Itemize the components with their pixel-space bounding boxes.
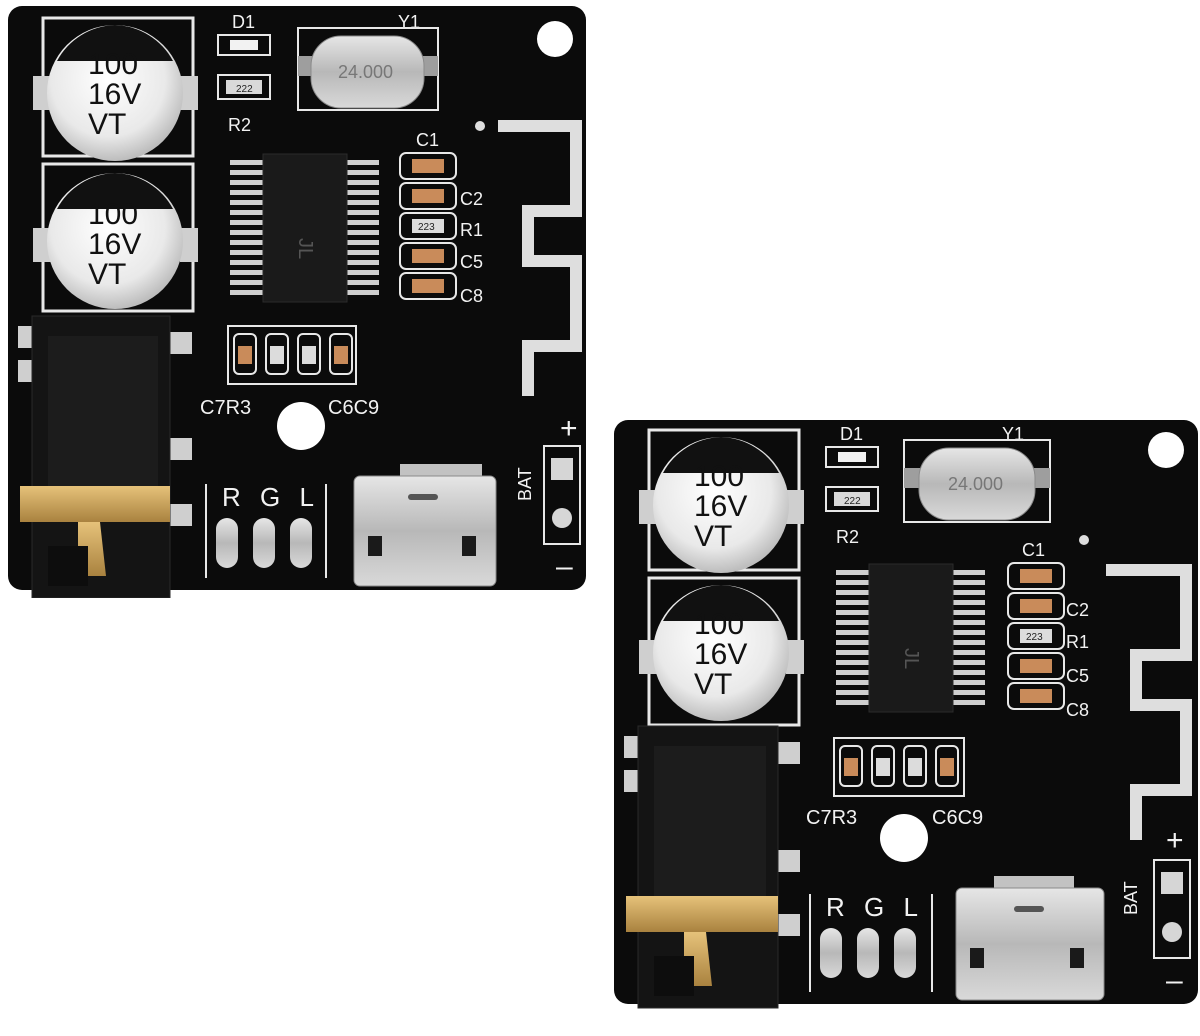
crystal-marking: 24.000 <box>338 62 393 82</box>
bluetooth-chip: JL <box>836 563 985 713</box>
silkscreen-c1: C1 <box>1022 540 1045 560</box>
silkscreen-c6c9: C6C9 <box>932 807 983 829</box>
capacitor-text-line3: VT <box>694 520 732 553</box>
electrolytic-capacitor: 100 16V VT <box>33 25 198 161</box>
silkscreen-r1: R1 <box>1066 632 1089 652</box>
capacitor-text-line2: 16V <box>694 638 747 671</box>
mounting-hole <box>277 402 325 450</box>
audio-jack-3-5mm <box>18 315 192 599</box>
silkscreen-d1: D1 <box>840 424 863 444</box>
mounting-hole <box>880 814 928 862</box>
chip-logo: JL <box>294 238 316 259</box>
smd-resistor-marking: 222 <box>236 84 253 95</box>
capacitor-text-line1: 100 <box>694 460 744 493</box>
capacitor-text-line3: VT <box>88 258 126 291</box>
silkscreen-minus: – <box>556 550 573 583</box>
battery-pad-positive <box>551 458 573 480</box>
silkscreen-c1: C1 <box>416 130 439 150</box>
micro-usb-port <box>353 464 497 587</box>
bluetooth-chip: JL <box>230 153 379 303</box>
silkscreen-bat: BAT <box>1121 881 1141 915</box>
micro-usb-port <box>955 876 1105 1001</box>
silkscreen-plus: + <box>560 412 578 445</box>
capacitor-text-line2: 16V <box>88 78 141 111</box>
bluetooth-audio-board-left: 100 16V VT 100 16V VT D1 222 R2 Y1 <box>8 6 588 603</box>
battery-pad-positive <box>1161 872 1183 894</box>
smd-resistor-marking: 223 <box>418 222 435 233</box>
silkscreen-c7r3: C7R3 <box>200 397 251 419</box>
crystal-marking: 24.000 <box>948 474 1003 494</box>
silkscreen-c8: C8 <box>460 286 483 306</box>
crystal-oscillator: 24.000 <box>904 447 1050 521</box>
electrolytic-capacitor: 100 16V VT <box>639 437 804 573</box>
silkscreen-c2: C2 <box>460 189 483 209</box>
battery-pad-negative <box>552 508 572 528</box>
silkscreen-d1: D1 <box>232 12 255 32</box>
silkscreen-c5: C5 <box>1066 666 1089 686</box>
smd-resistor-marking: 222 <box>844 496 861 507</box>
electrolytic-capacitor: 100 16V VT <box>33 173 198 309</box>
electrolytic-capacitor: 100 16V VT <box>639 585 804 721</box>
capacitor-text-line1: 100 <box>694 608 744 641</box>
mounting-hole <box>1148 432 1184 468</box>
capacitor-text-line3: VT <box>88 108 126 141</box>
silkscreen-rgl: R G L <box>826 892 924 922</box>
audio-jack-3-5mm <box>624 725 800 1009</box>
chip-logo: JL <box>900 648 922 669</box>
mounting-hole <box>537 21 573 57</box>
capacitor-text-line1: 100 <box>88 48 138 81</box>
silkscreen-c8: C8 <box>1066 700 1089 720</box>
battery-pad-negative <box>1162 922 1182 942</box>
smd-resistor-marking: 223 <box>1026 632 1043 643</box>
silkscreen-c7r3: C7R3 <box>806 807 857 829</box>
silkscreen-c5: C5 <box>460 252 483 272</box>
pcb-antenna <box>1106 564 1192 840</box>
capacitor-text-line2: 16V <box>694 490 747 523</box>
silkscreen-r2: R2 <box>228 115 251 135</box>
silkscreen-c2: C2 <box>1066 600 1089 620</box>
silkscreen-plus: + <box>1166 824 1184 857</box>
crystal-oscillator: 24.000 <box>298 35 438 109</box>
capacitor-text-line2: 16V <box>88 228 141 261</box>
pcb-antenna <box>498 120 582 396</box>
capacitor-text-line1: 100 <box>88 198 138 231</box>
silkscreen-c6c9: C6C9 <box>328 397 379 419</box>
silkscreen-r2: R2 <box>836 527 859 547</box>
silkscreen-r1: R1 <box>460 220 483 240</box>
silkscreen-rgl: R G L <box>222 482 320 512</box>
bluetooth-audio-board-right: 100 16V VT 100 16V VT D1 222 R2 Y1 <box>614 420 1200 1015</box>
silkscreen-minus: – <box>1166 964 1183 997</box>
silkscreen-bat: BAT <box>515 467 535 501</box>
capacitor-text-line3: VT <box>694 668 732 701</box>
